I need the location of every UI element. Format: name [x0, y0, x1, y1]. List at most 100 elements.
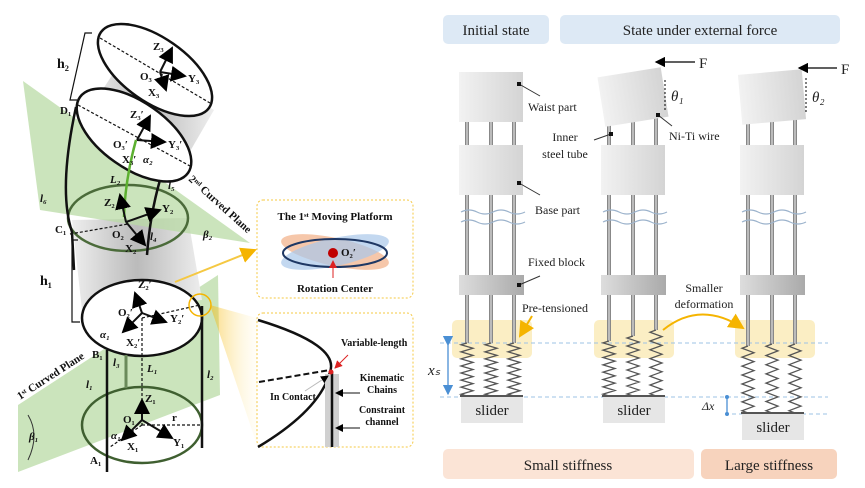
label-l6: l₆	[40, 193, 47, 205]
label-l2: l₂	[207, 369, 214, 381]
base-block	[740, 145, 804, 195]
label-L2: L₂	[109, 174, 121, 186]
niti-wire-label: Ni-Ti wire	[669, 129, 720, 143]
inner-tube-label-1: Inner	[552, 130, 577, 144]
slider-label: slider	[756, 420, 789, 436]
break-mark	[602, 209, 668, 215]
smaller-deformation-label-2: deformation	[675, 297, 734, 311]
footer-large-stiffness	[701, 449, 837, 479]
contact-detail-inset: Variable-length In Contact Kinematic Cha…	[256, 312, 414, 449]
kinematic-label-2: Chains	[367, 385, 397, 396]
label-Z3: Z₃	[153, 41, 164, 53]
xs-label: xₛ	[427, 363, 441, 379]
label-X3p: X₃′	[122, 154, 136, 166]
platform-inset-point-label: O₂′	[341, 247, 356, 259]
footer-large-stiffness-label: Large stiffness	[725, 458, 813, 474]
label-alpha1: α₁	[100, 329, 110, 341]
variable-length-label: Variable-length	[341, 338, 408, 349]
label-beta2: β₂	[202, 229, 213, 241]
break-mark	[741, 219, 807, 225]
spring	[600, 340, 618, 397]
label-L1: L₁	[146, 363, 158, 375]
platform-o3	[96, 22, 214, 118]
waist-block	[597, 67, 669, 127]
constraint-label-1: Constraint	[359, 405, 406, 416]
kinematic-label-1: Kinematic	[360, 373, 405, 384]
label-Y3: Y₃	[188, 73, 200, 85]
pre-tensioned-label: Pre-tensioned	[522, 301, 588, 315]
label-l1: l₁	[86, 379, 93, 391]
smaller-deformation-arrow	[662, 313, 745, 331]
rotation-center-label: Rotation Center	[297, 283, 373, 295]
callout-arrow-platform	[174, 247, 257, 283]
fixed-block	[459, 275, 524, 295]
actuator-column-middle: slider	[597, 67, 669, 423]
constraint-label-2: channel	[365, 417, 399, 428]
spring	[648, 329, 664, 397]
spring	[458, 342, 476, 397]
label-Z3p: Z₃′	[130, 109, 144, 121]
in-contact-label: In Contact	[270, 392, 317, 403]
waist-block	[459, 72, 523, 122]
header-external-force	[560, 15, 840, 44]
force-label-2: F	[841, 62, 849, 78]
mechanism-illustration: h₂ h₁ D₁ C₁ B₁ A₁ Z₃ O₃ Y₃ X₃ Z₃′ O₃′ Y₃…	[15, 22, 254, 472]
label-Z1: Z₁	[145, 393, 156, 405]
label-Y1: Y₁	[173, 437, 184, 449]
base-block	[459, 145, 523, 195]
header-initial-state-label: Initial state	[462, 23, 529, 39]
contact-highlight-circle	[188, 293, 212, 317]
force-label-1: F	[699, 56, 707, 72]
break-mark	[741, 209, 807, 215]
chain-l6	[64, 106, 78, 271]
fixed-block	[740, 275, 805, 295]
inner-tube-label-2: steel tube	[542, 147, 588, 161]
header-initial-state	[443, 15, 549, 44]
label-X2: X₂	[125, 243, 137, 255]
label-A1: A₁	[90, 455, 101, 467]
break-mark	[602, 219, 668, 225]
fixed-block	[601, 275, 666, 295]
break-mark	[460, 219, 526, 225]
label-Z2: Z₂	[104, 197, 115, 209]
moving-platform-inset: The 1ˢᵗ Moving Platform O₂′ Rotation Cen…	[256, 199, 414, 299]
label-beta1: β₁	[28, 431, 38, 443]
h1-bracket	[71, 239, 80, 323]
slider-block	[742, 414, 804, 440]
stiffness-illustration: Initial state State under external force…	[427, 15, 849, 479]
spring	[764, 343, 780, 414]
waist-block	[737, 69, 807, 125]
break-mark	[460, 209, 526, 215]
label-Y2p: Y₂′	[170, 313, 184, 325]
spring	[740, 345, 756, 414]
platform-o3-prime	[75, 87, 193, 183]
slider-label: slider	[475, 403, 508, 419]
spring	[787, 343, 803, 414]
label-D1: D₁	[60, 105, 71, 117]
label-O1: O₁	[123, 414, 135, 426]
header-external-force-label: State under external force	[623, 23, 778, 39]
h2-bracket	[69, 32, 92, 101]
base-part-label: Base part	[535, 203, 581, 217]
spring	[624, 335, 642, 397]
label-O2: O₂	[112, 229, 125, 241]
label-l4: l₄	[150, 231, 157, 243]
label-Y2: Y₂	[162, 203, 174, 215]
label-alpha1b: α₁	[111, 430, 121, 442]
label-h2: h₂	[57, 57, 69, 72]
actuator-column-initial: slider	[458, 72, 526, 423]
callout-beam-contact	[210, 305, 257, 445]
label-O3: O₃	[140, 71, 153, 83]
dx-label: Δx	[701, 399, 715, 413]
label-X1: X₁	[127, 441, 138, 453]
label-O2p: O₂′	[118, 307, 133, 319]
slider-block	[461, 397, 523, 423]
spring	[505, 342, 523, 397]
label-C1: C₁	[55, 224, 66, 236]
beta1-arc	[27, 414, 35, 461]
slider-label: slider	[617, 403, 650, 419]
fixed-block-label: Fixed block	[528, 255, 585, 269]
theta1-label: θ₁	[671, 89, 684, 105]
base-block	[601, 145, 665, 195]
